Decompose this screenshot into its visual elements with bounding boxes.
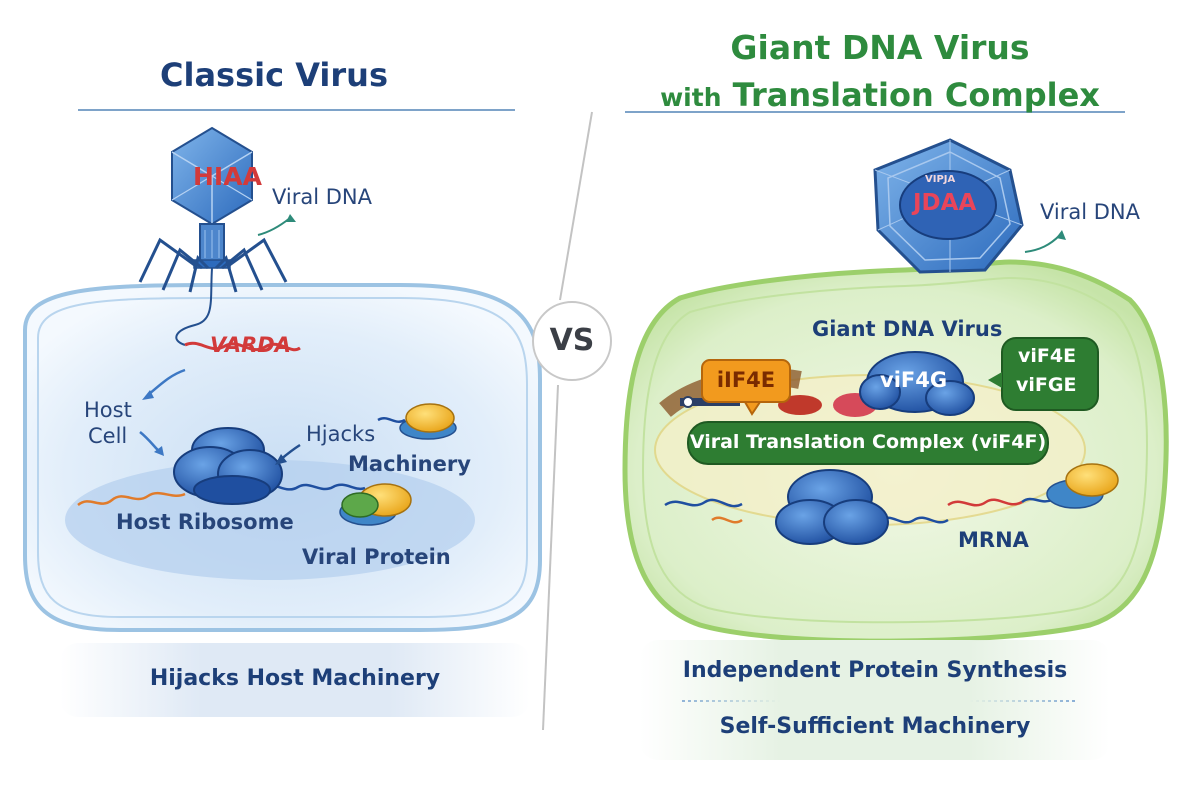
right-summary-band	[640, 640, 1110, 760]
vifge-label: viFGE	[1016, 374, 1077, 396]
viral-protein-right	[1046, 463, 1119, 509]
left-summary-text: Hijacks Host Machinery	[149, 666, 441, 691]
translation-complex-pill	[687, 421, 1049, 465]
viral-protein-label: Viral Protein	[302, 545, 451, 569]
host-cell-label: Host	[84, 398, 132, 422]
capsid-label: HIAA	[193, 162, 262, 191]
divider-top	[559, 111, 593, 301]
injected-dna-label: VARDA	[210, 333, 291, 357]
bacteriophage	[138, 126, 288, 346]
giant-capsid-label: JDAA	[913, 190, 977, 216]
subtitle-main: Translation Complex	[732, 76, 1100, 114]
host-mrna-strand	[77, 491, 186, 507]
viral-mrna-strand	[664, 498, 743, 508]
vif4g-label: viF4G	[880, 368, 948, 392]
vif4e-callout	[988, 337, 1099, 411]
ribosome-label: Host Ribosome	[116, 510, 294, 534]
hijacks-label: Hjacks	[306, 422, 376, 446]
complex-label: Viral Translation Complex (viF4F)	[689, 431, 1047, 453]
giant-virus-label: Giant DNA Virus	[812, 317, 1003, 341]
host-cell-label-line2: Cell	[88, 424, 128, 448]
right-panel-title: Giant DNA Virus	[730, 28, 1030, 67]
host-cell-inner-membrane	[37, 297, 528, 618]
right-panel-subtitle: with Translation Complex	[640, 76, 1120, 114]
injected-dna-strand	[184, 341, 301, 352]
viral-dna-arrow-right	[1024, 234, 1061, 253]
right-summary-line1: Independent Protein Synthesis	[682, 658, 1068, 683]
right-viral-dna-label: Viral DNA	[1040, 200, 1140, 224]
vs-badge: VS	[532, 301, 612, 381]
subtitle-prefix: with	[660, 83, 722, 112]
viral-protein-blob	[339, 483, 412, 526]
mrna-label: MRNA	[958, 528, 1029, 552]
divider-bottom	[542, 384, 559, 731]
viral-ribosome	[775, 469, 889, 545]
viral-dna-arrow-left	[257, 217, 291, 236]
left-summary-band	[60, 643, 530, 717]
machinery-protein	[399, 403, 457, 440]
right-summary-line2: Self-Sufficient Machinery	[719, 714, 1031, 739]
capsid-small-label: VIPJA	[925, 174, 956, 185]
if4e-label: iIF4E	[716, 368, 776, 392]
machinery-label: Machinery	[348, 452, 471, 476]
vif4g-protein	[859, 351, 975, 416]
host-ribosome	[173, 427, 283, 505]
left-panel-title: Classic Virus	[160, 56, 388, 94]
giant-virus-capsid	[873, 138, 1024, 274]
vif4e-label: viF4E	[1018, 345, 1077, 367]
if4e-callout	[701, 359, 791, 416]
left-viral-dna-label: Viral DNA	[272, 185, 372, 209]
